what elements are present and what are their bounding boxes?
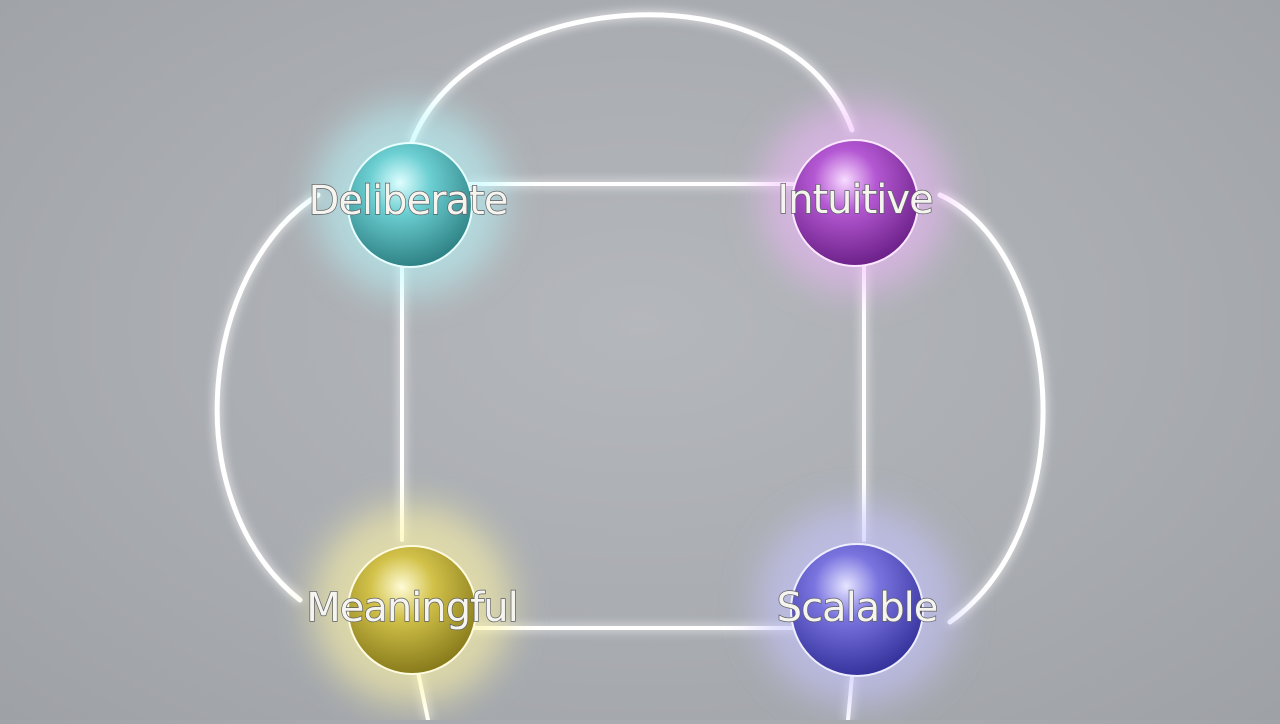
edge-arc-left xyxy=(214,192,321,603)
connector-lines xyxy=(214,12,1046,722)
node-deliberate-label: Deliberate xyxy=(309,178,508,224)
node-deliberate-sphere xyxy=(347,142,473,268)
node-intuitive[interactable]: Intuitive xyxy=(760,103,950,293)
node-meaningful-label: Meaningful xyxy=(306,585,517,631)
node-scalable[interactable]: Scalable xyxy=(757,505,957,705)
node-intuitive-label: Intuitive xyxy=(777,177,932,223)
node-scalable-label: Scalable xyxy=(777,585,938,631)
node-deliberate[interactable]: Deliberate xyxy=(308,105,509,295)
edge-arc-top xyxy=(409,12,855,145)
edge-arc-right xyxy=(937,192,1046,625)
node-meaningful[interactable]: Meaningful xyxy=(306,505,519,705)
node-meaningful-sphere xyxy=(347,545,477,675)
node-scalable-sphere xyxy=(790,543,924,677)
node-intuitive-sphere xyxy=(791,139,919,267)
